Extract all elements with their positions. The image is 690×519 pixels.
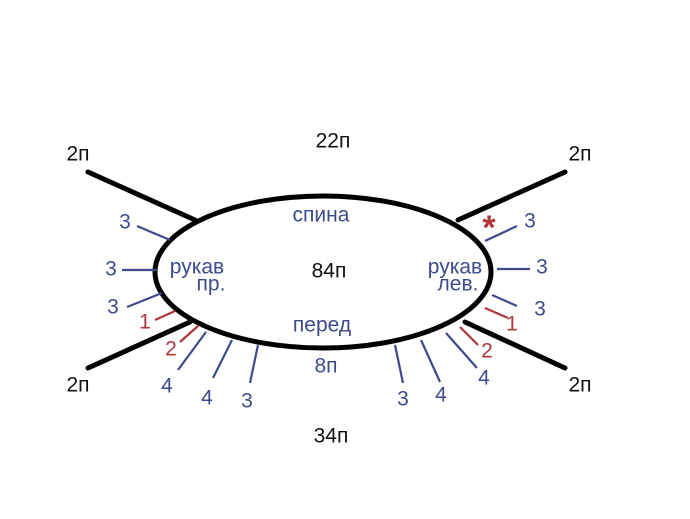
tick-right (393, 344, 405, 384)
raglan-label-br: 2п (568, 374, 591, 397)
mark-right-red: 1 (506, 313, 518, 336)
raglan-label-tl: 2п (66, 143, 89, 166)
tick-left (126, 291, 163, 309)
mark-left-red: 1 (139, 311, 151, 334)
mark-right: 4 (478, 367, 490, 390)
front-center-label: 8п (314, 355, 337, 378)
tick-right (419, 339, 442, 383)
tick-right (484, 225, 518, 242)
sleeve-left-sub-label: лев. (438, 273, 479, 296)
star-mark: * (482, 209, 496, 247)
mark-left: 3 (241, 390, 253, 413)
raglan-line-top-left (85, 169, 198, 223)
mark-right: 4 (435, 384, 447, 407)
tick-right (445, 332, 478, 369)
sleeve-left-label: рукав (428, 256, 482, 279)
mark-left: 4 (201, 387, 213, 410)
mark-right: 3 (536, 256, 548, 279)
mark-left: 4 (161, 375, 173, 398)
raglan-label-tr: 2п (568, 143, 591, 166)
mark-right: 3 (524, 210, 536, 233)
mark-right: 3 (397, 388, 409, 411)
back-label: спина (293, 204, 350, 227)
mark-right: 3 (534, 298, 546, 321)
front-stitches-label: 34п (314, 425, 349, 448)
mark-right-red: 2 (481, 340, 493, 363)
raglan-line-top-right (455, 169, 568, 223)
back-stitches-label: 22п (316, 130, 351, 153)
mark-left: 3 (107, 296, 119, 319)
raglan-label-bl: 2п (66, 374, 89, 397)
sleeve-right-label: рукав (170, 256, 224, 279)
mark-left: 3 (119, 211, 131, 234)
mark-left: 3 (105, 258, 117, 281)
front-label: перед (293, 314, 351, 337)
mark-left-red: 2 (165, 338, 177, 361)
total-stitches-label: 84п (312, 260, 347, 283)
tick-left (136, 224, 171, 242)
tick-left (212, 339, 233, 379)
sleeve-right-sub-label: пр. (197, 273, 226, 296)
raglan-line-bottom-right (462, 319, 568, 371)
raglan-line-bottom-left (85, 319, 193, 371)
neckline-oval (152, 193, 494, 351)
tick-left-red (179, 325, 199, 343)
tick-right-red (459, 326, 479, 346)
tick-right (491, 293, 518, 308)
tick-right-red (484, 306, 509, 320)
tick-left-red (154, 309, 176, 322)
tick-left (177, 331, 207, 371)
tick-left (248, 344, 260, 384)
